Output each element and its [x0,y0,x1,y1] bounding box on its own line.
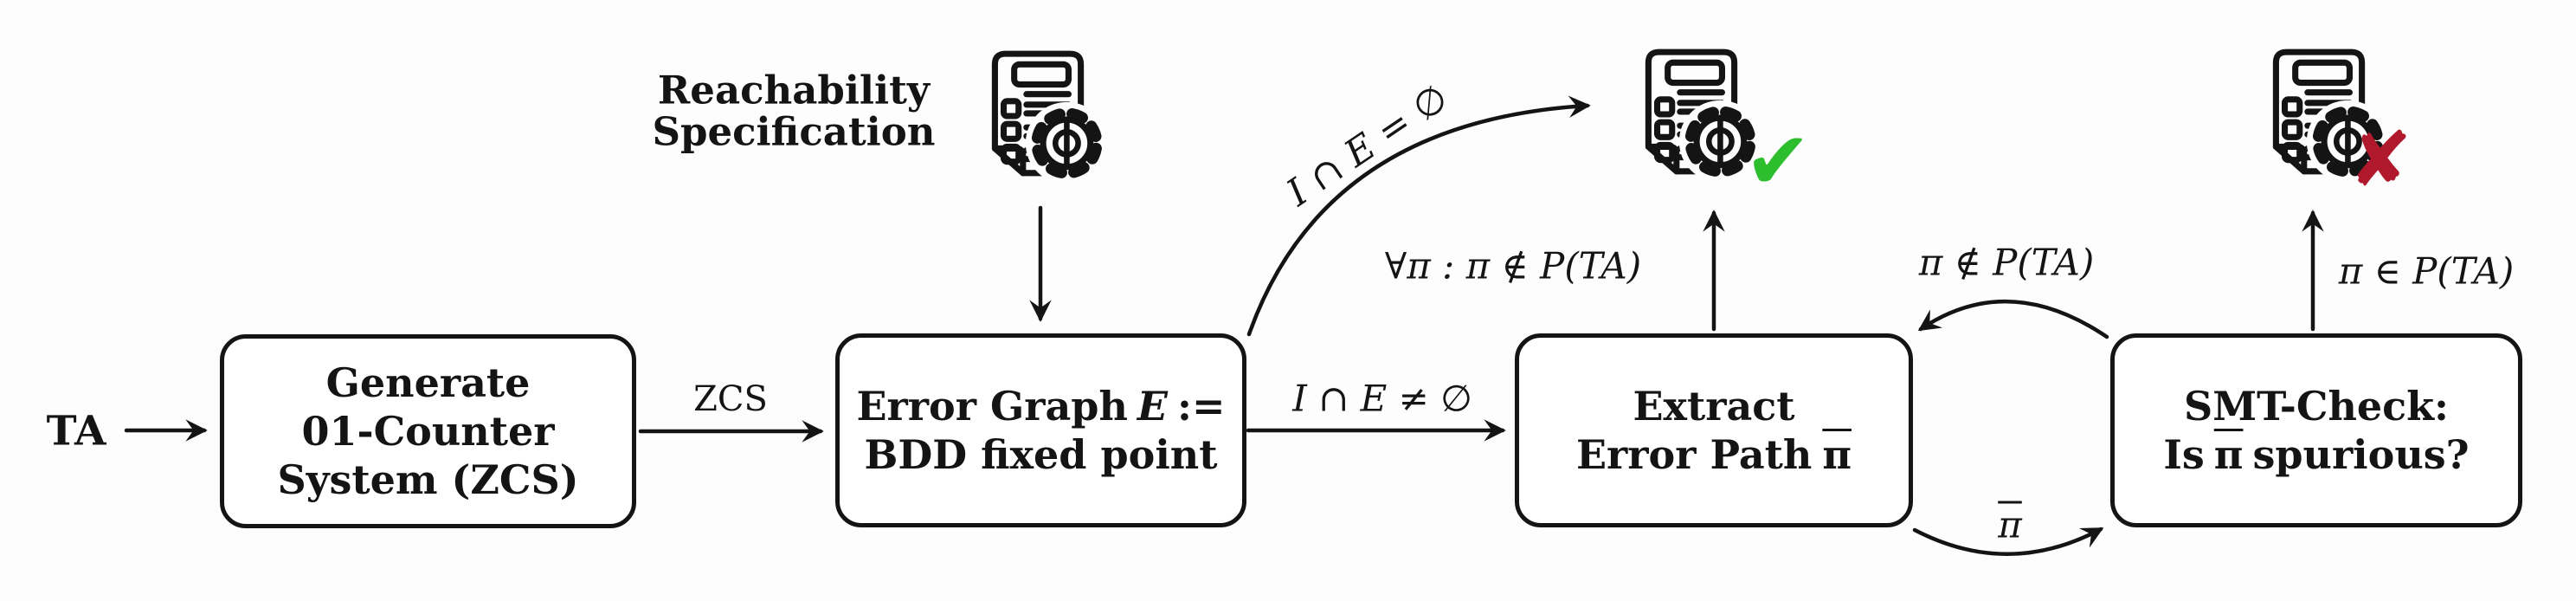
node-generate-zcs: Generate 01-Counter System (ZCS) [220,334,636,528]
node-line: 01-Counter [301,407,555,455]
node-line: Generate [325,359,531,406]
node-text: Is [2163,431,2205,478]
node-text: := [1176,382,1226,430]
node-text: spurious? [2252,431,2470,478]
path-infeasible-label: π ∉ P(TA) [1918,241,2095,284]
success-check-icon: ✔ [1744,114,1812,208]
reachability-spec-label: Reachability Specification [653,69,936,152]
zcs-edge-label: ZCS [693,379,768,419]
failure-cross-icon: ✘ [2348,114,2412,204]
all-paths-infeasible-label: ∀π : π ∉ P(TA) [1384,244,1642,288]
pi-bar-edge-label: π [1998,503,2022,546]
node-line: System (ZCS) [277,456,579,504]
spec-line: Specification [652,108,936,154]
pi-bar-symbol: π [2213,431,2244,478]
spec-document-gear-icon [967,45,1107,185]
nonempty-intersection-label: I ∩ E ≠ ∅ [1292,377,1472,420]
node-line: BDD fixed point [864,431,1218,478]
arrow-errorgraph-to-verified [1246,95,1591,337]
pi-bar-symbol: π [1822,431,1852,478]
verified-document-gear-icon [1620,43,1761,184]
script-e-symbol: E [1137,382,1168,430]
node-line: Extract [1633,382,1795,430]
path-feasible-label: π ∈ P(TA) [2338,249,2515,293]
arrow-smt-to-extract [1917,300,2109,339]
node-text: Error Path [1576,431,1813,478]
node-text: Error Graph [856,382,1128,430]
ta-input-label: TA [46,407,106,456]
node-line: SMT-Check: [2183,382,2450,430]
spec-line: Reachability [657,67,931,113]
empty-intersection-label: I ∩ E = ∅ [1278,75,1457,216]
